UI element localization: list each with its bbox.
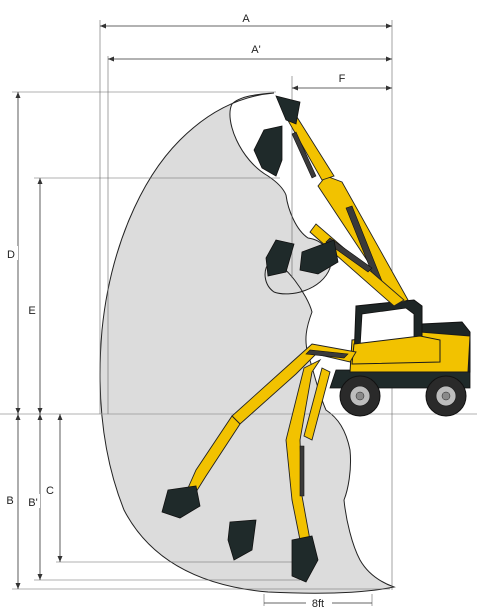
arrow-a-right — [386, 23, 392, 29]
arm-low-right-cylinder — [299, 445, 305, 497]
scale-label-bg — [306, 596, 332, 610]
arm-mid-cylinder — [325, 237, 373, 273]
bucket-low-mid — [227, 519, 257, 561]
bucket-mid-right — [299, 239, 339, 275]
arrow-a-left — [100, 23, 106, 29]
label-d-bg — [4, 246, 18, 260]
arrow-d-top — [15, 92, 21, 98]
boom-low-cylinder — [305, 349, 349, 359]
arrow-b-top — [15, 414, 21, 420]
boom-position-high — [253, 95, 409, 305]
label-b-prime: B' — [28, 497, 37, 509]
label-b-prime-bg — [26, 494, 40, 508]
label-c: C — [46, 485, 54, 497]
arrow-e-top — [37, 178, 43, 184]
label-e: E — [28, 305, 35, 317]
label-a: A — [242, 13, 250, 25]
label-f: F — [339, 73, 346, 85]
cab-base — [351, 335, 441, 365]
bucket-high — [253, 125, 283, 177]
boom-position-low — [161, 343, 357, 583]
bucket-low-left — [161, 485, 201, 519]
arm-low-mid — [303, 367, 331, 441]
bucket-low-right — [291, 535, 319, 583]
label-d: D — [7, 249, 15, 261]
arrow-c-bottom — [57, 556, 63, 562]
boom-position-mid — [265, 223, 405, 307]
arrow-b-prime-top — [37, 414, 43, 420]
working-envelope — [99, 92, 396, 594]
arrow-f-left — [292, 85, 298, 91]
arrow-b-bottom — [15, 583, 21, 589]
arrow-c-top — [57, 414, 63, 420]
excavator-machine — [329, 299, 471, 417]
arrow-d-bottom — [15, 408, 21, 414]
scale-label: 8ft — [312, 598, 324, 610]
arm-high-tip — [275, 95, 301, 125]
rear-wheel-center — [441, 391, 451, 401]
arrow-e-bottom — [37, 408, 43, 414]
arrow-f-right — [386, 85, 392, 91]
label-b: B — [6, 495, 13, 507]
arm-high-cylinder — [291, 131, 317, 179]
arrow-a-prime-right — [386, 56, 392, 62]
bucket-mid-left — [265, 239, 295, 277]
label-a-prime: A' — [251, 44, 260, 56]
front-wheel-center — [355, 391, 365, 401]
arrow-b-prime-bottom — [37, 574, 43, 580]
arrow-a-prime-left — [108, 56, 114, 62]
